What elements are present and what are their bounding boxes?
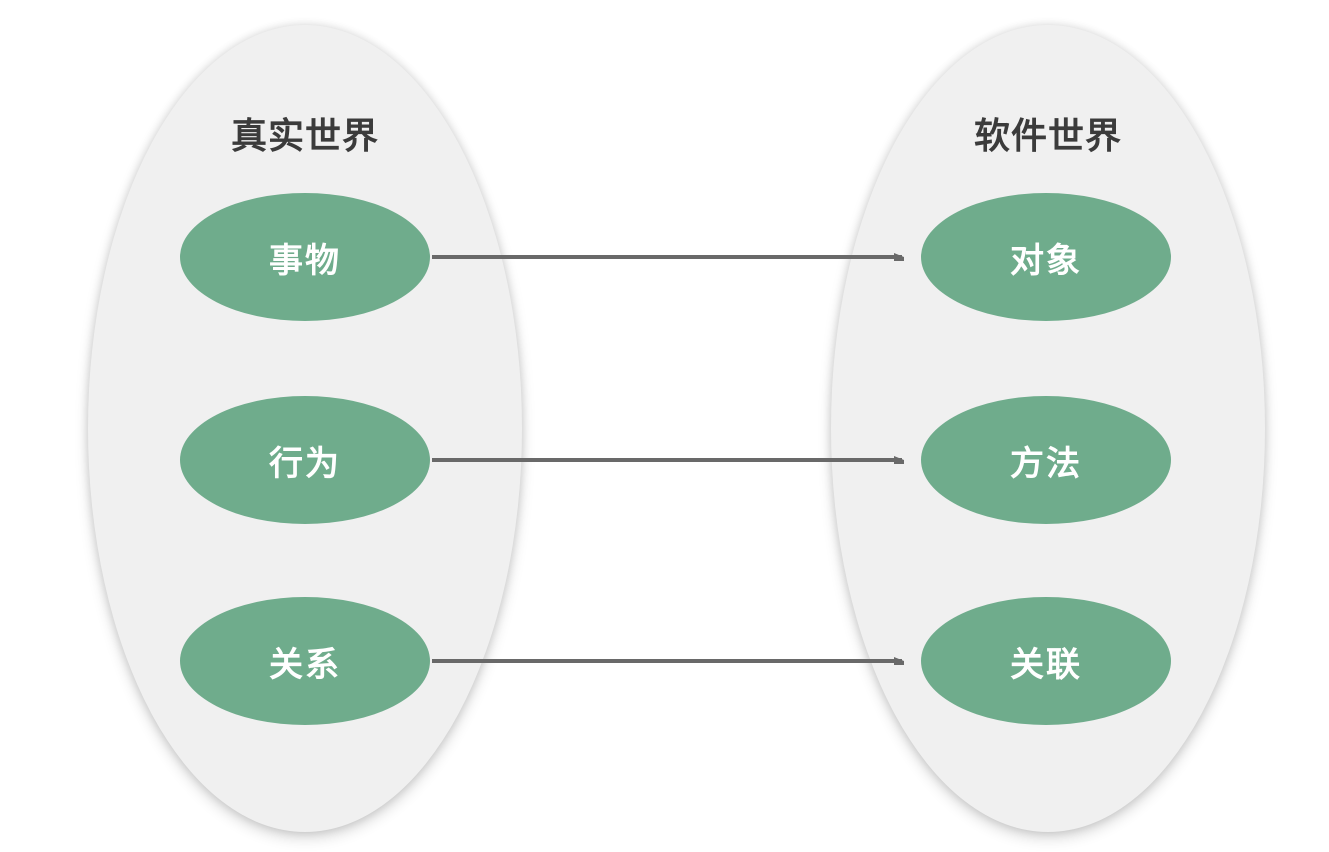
node-things: 事物 [180,193,430,321]
real-world-title: 真实世界 [230,115,379,156]
node-method: 方法 [921,396,1171,524]
node-relationship: 关系 [180,597,430,725]
node-association: 关联 [921,597,1171,725]
node-behavior: 行为 [180,396,430,524]
software-world-title: 软件世界 [973,115,1122,156]
node-object: 对象 [921,193,1171,321]
